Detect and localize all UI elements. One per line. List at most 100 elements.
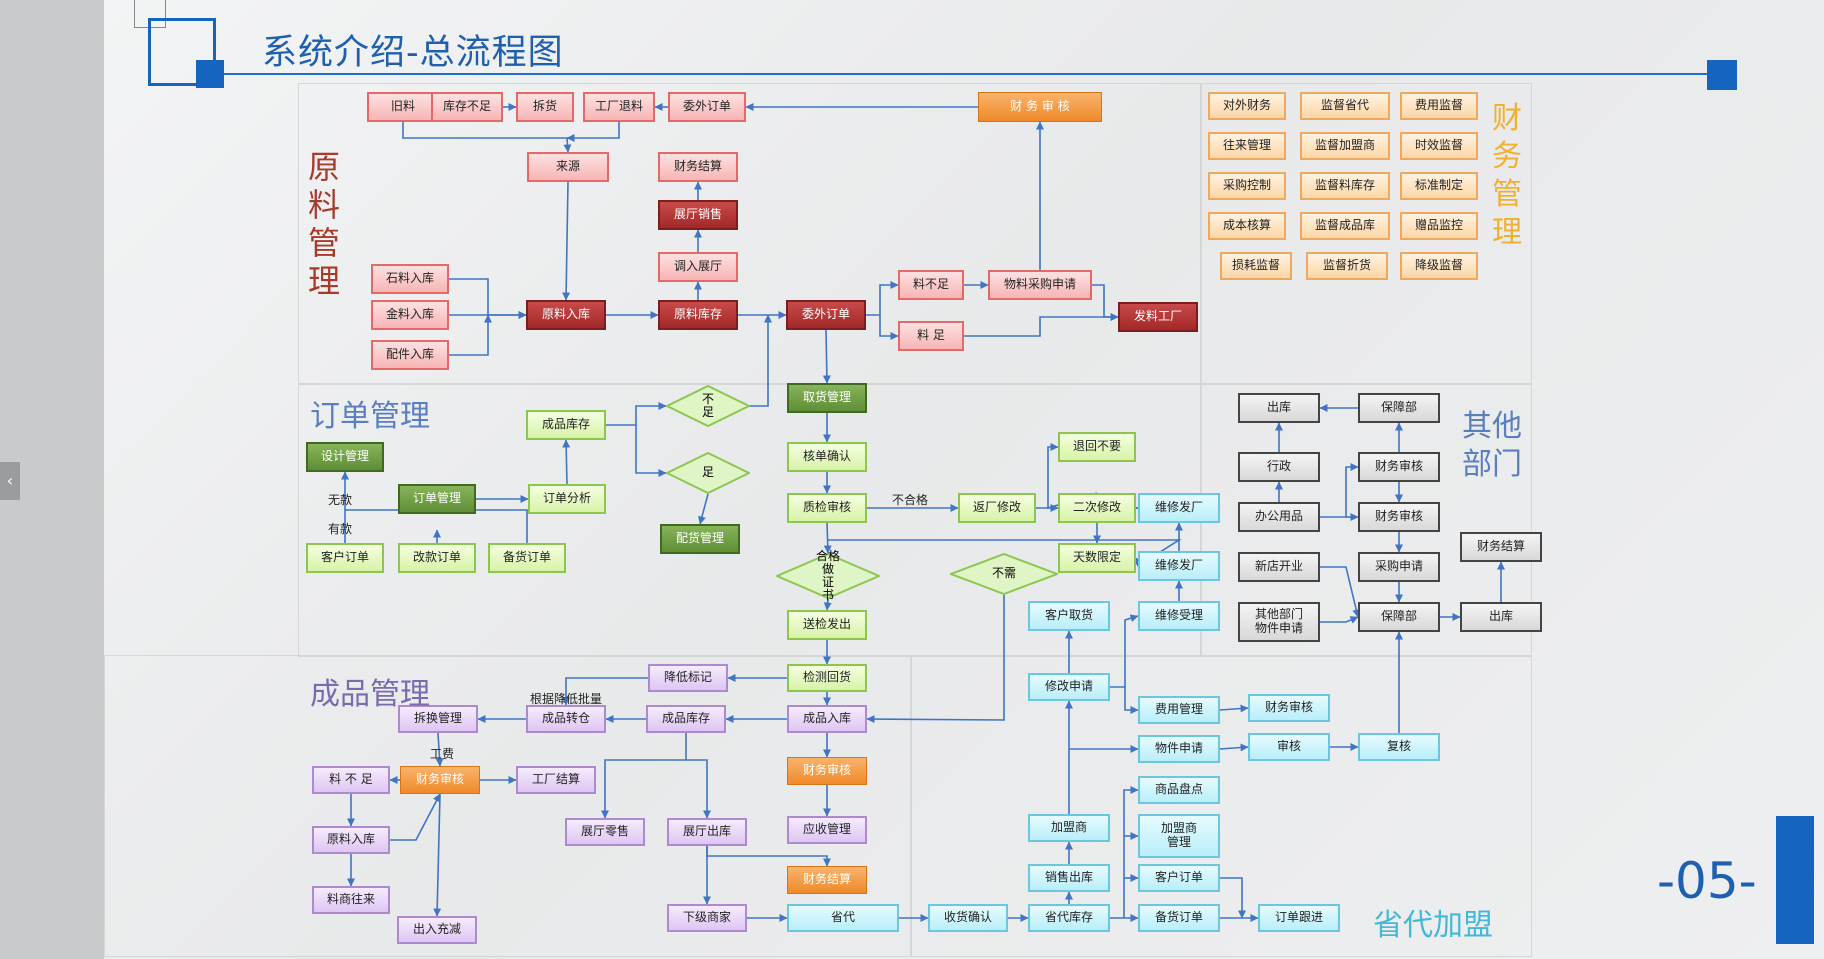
node-chengbenhesuan: 成本核算 bbox=[1208, 212, 1286, 240]
node-zhijianshenhe: 质检审核 bbox=[787, 493, 867, 523]
connector-52 bbox=[435, 732, 444, 767]
section-label-raw-material: 原 料 管 理 bbox=[308, 148, 341, 300]
node-caiwushenhe_a: 财务审核 bbox=[1358, 452, 1440, 482]
node-liaobuzu2: 料 不 足 bbox=[312, 766, 390, 794]
connector-8 bbox=[449, 314, 492, 356]
panel-product bbox=[104, 655, 912, 957]
node-qitabumen: 其他部门 物件申请 bbox=[1238, 602, 1320, 642]
node-kehudingdan: 客户订单 bbox=[306, 543, 384, 573]
node-chuku2: 出库 bbox=[1460, 602, 1542, 632]
node-shouhuoqueren: 收货确认 bbox=[928, 904, 1008, 932]
node-songjianfachu: 送检发出 bbox=[787, 610, 867, 640]
connector-76 bbox=[1124, 687, 1139, 714]
slide-background bbox=[104, 0, 1824, 959]
node-baozhangbu2: 保障部 bbox=[1358, 602, 1440, 632]
node-weiwaidingdan2: 委外订单 bbox=[786, 300, 866, 330]
node-bangongyongpin: 办公用品 bbox=[1238, 502, 1320, 532]
decision-label-buzu: 不 足 bbox=[701, 391, 714, 419]
decision-zuozhengshu: 合格 做 证 书 bbox=[776, 549, 880, 602]
node-liaoshangwanglai: 料商往来 bbox=[312, 886, 390, 914]
node-quhuoguanli: 取货管理 bbox=[787, 383, 867, 413]
connector-28 bbox=[436, 506, 528, 543]
node-yuanliaorukuo: 原料入库 bbox=[526, 300, 606, 330]
section-label-order: 订单管理 bbox=[310, 399, 430, 434]
node-caigoushenqing: 采购申请 bbox=[1358, 552, 1440, 582]
connector-21 bbox=[750, 314, 772, 407]
node-shenhe: 审核 bbox=[1248, 733, 1330, 761]
node-caiwu_top: 财 务 审 核 bbox=[978, 92, 1102, 122]
node-faliaogongchang: 发料工厂 bbox=[1118, 302, 1198, 332]
node-xiugaishenqing: 修改申请 bbox=[1028, 673, 1110, 701]
node-kucunbuzu: 库存不足 bbox=[431, 92, 503, 122]
connector-57 bbox=[390, 793, 441, 841]
node-caiwushenhe_b: 财务审核 bbox=[1358, 502, 1440, 532]
connector-78 bbox=[1219, 704, 1249, 713]
decision-zu: 足 bbox=[666, 452, 750, 494]
node-kehudingdan2: 客户订单 bbox=[1138, 864, 1220, 892]
connector-5 bbox=[562, 181, 571, 301]
node-chuku1: 出库 bbox=[1238, 393, 1320, 423]
decision-buxu: 不需 bbox=[950, 553, 1058, 595]
connector-24 bbox=[698, 493, 709, 525]
connector-43 bbox=[1132, 557, 1141, 567]
node-jinliaorukuo: 金料入库 bbox=[371, 300, 449, 330]
connector-18 bbox=[1092, 284, 1119, 321]
connector-63 bbox=[706, 846, 831, 867]
node-weixiushouli: 维修受理 bbox=[1138, 601, 1220, 631]
connector-44 bbox=[866, 595, 1005, 724]
connector-3 bbox=[402, 122, 572, 153]
connector-60 bbox=[686, 759, 711, 819]
node-churuchongjian: 出入充减 bbox=[397, 916, 477, 944]
node-caigoukongzhi: 采购控制 bbox=[1208, 172, 1286, 200]
node-sunhaojiandu: 损耗监督 bbox=[1220, 252, 1292, 280]
corner-decoration-square bbox=[196, 60, 224, 88]
node-chengpinrukuo: 成品入库 bbox=[787, 705, 867, 733]
node-sheji: 设计管理 bbox=[306, 442, 384, 472]
node-tianshuxianding: 天数限定 bbox=[1058, 543, 1136, 573]
node-tuihui: 退回不要 bbox=[1058, 432, 1136, 462]
connector-4 bbox=[566, 122, 620, 142]
node-jiandushengdai: 监督省代 bbox=[1300, 92, 1390, 120]
node-liaozu: 料 足 bbox=[898, 321, 964, 351]
node-wujianshenqing: 物件申请 bbox=[1138, 735, 1220, 763]
connector-58 bbox=[433, 793, 442, 917]
edge-label-genjujiangdipiliang: 根据降低批量 bbox=[530, 692, 603, 706]
connector-59 bbox=[601, 733, 687, 819]
section-label-franchise: 省代加盟 bbox=[1373, 908, 1493, 943]
node-jianduzhekou: 监督折货 bbox=[1306, 252, 1388, 280]
connector-95 bbox=[1320, 463, 1359, 518]
connector-48 bbox=[562, 677, 648, 706]
section-label-other: 其他 部门 bbox=[1462, 409, 1522, 482]
node-yingshouguanli: 应收管理 bbox=[787, 816, 867, 844]
decision-buzu: 不 足 bbox=[666, 385, 750, 427]
node-jiamengguanli: 加盟商 管理 bbox=[1138, 814, 1220, 858]
panel-franchise bbox=[910, 655, 1532, 957]
node-kehuquhuo: 客户取货 bbox=[1028, 601, 1110, 631]
node-caiwushenhe_p2: 财务审核 bbox=[787, 757, 867, 785]
node-chaihuanguanli: 拆换管理 bbox=[398, 705, 478, 733]
connector-81 bbox=[1123, 786, 1139, 918]
node-caiwushenhe_f: 财务审核 bbox=[1248, 694, 1330, 722]
node-shiliaorukuo: 石料入库 bbox=[371, 264, 449, 294]
node-jiuliao: 旧料 bbox=[367, 92, 439, 122]
panel-raw-material bbox=[298, 83, 1202, 385]
node-duiwaicaiwu: 对外财务 bbox=[1208, 92, 1286, 120]
node-jiangjijiandu: 降级监督 bbox=[1400, 252, 1478, 280]
node-beihuodingdan: 备货订单 bbox=[488, 543, 566, 573]
node-jianduchengpin: 监督成品库 bbox=[1300, 212, 1390, 240]
node-chengpinzhuancang: 成品转仓 bbox=[526, 705, 606, 733]
node-diaoruzhanting: 调入展厅 bbox=[658, 252, 738, 282]
node-jiancehuihuo: 检测回货 bbox=[787, 664, 867, 692]
node-caiwujiesuan3: 财务结算 bbox=[787, 866, 867, 894]
panel-finance bbox=[1200, 83, 1532, 385]
node-weiwai_top: 委外订单 bbox=[668, 92, 746, 122]
previous-slide-arrow[interactable]: ‹ bbox=[0, 462, 20, 500]
node-yuanliaorukuo2: 原料入库 bbox=[312, 826, 390, 854]
connector-87 bbox=[1320, 616, 1359, 624]
node-jianduliaokucun: 监督料库存 bbox=[1300, 172, 1390, 200]
node-zhantingchuku: 展厅出库 bbox=[667, 818, 747, 846]
node-peijianrukuo: 配件入库 bbox=[371, 340, 449, 370]
connector-97 bbox=[1320, 566, 1361, 618]
node-gaikuandingdan: 改款订单 bbox=[398, 543, 476, 573]
connector-23 bbox=[635, 425, 667, 477]
